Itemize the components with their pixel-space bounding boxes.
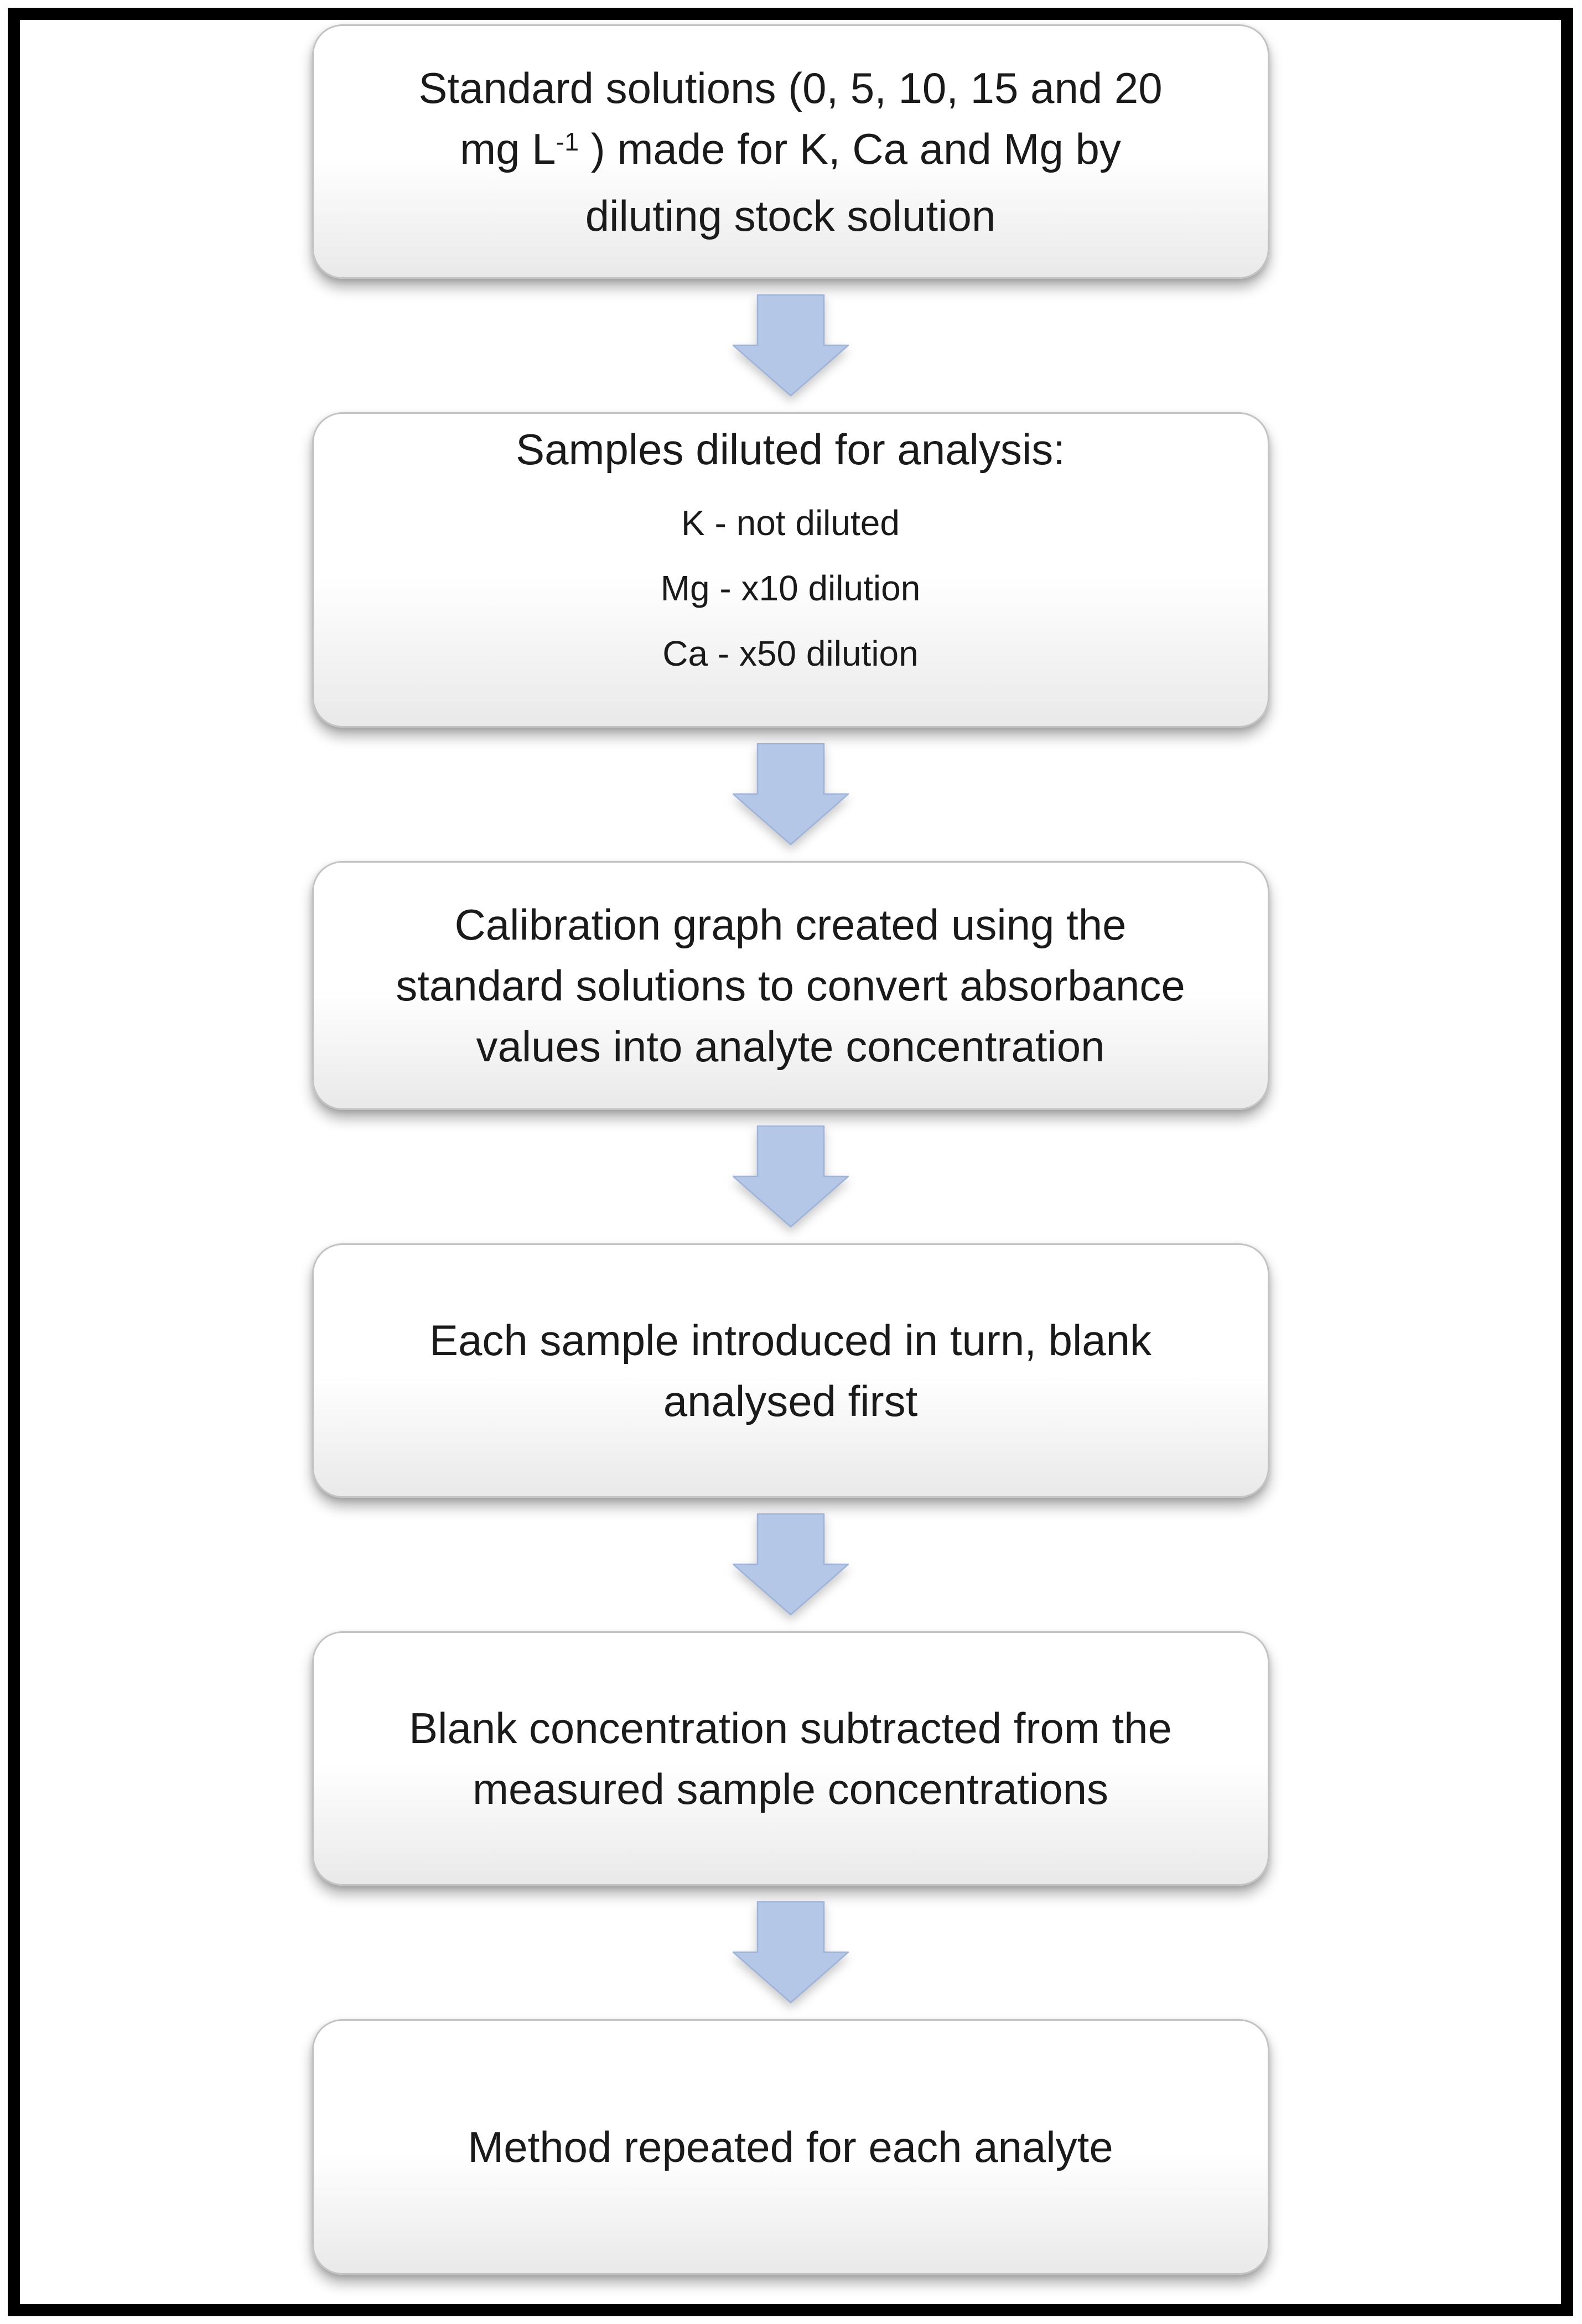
text-fragment: Blank concentration subtracted from the bbox=[409, 1704, 1172, 1752]
step-blank-subtracted: Blank concentration subtracted from the … bbox=[312, 1631, 1269, 1886]
text-fragment: standard solutions to convert absorbance bbox=[396, 961, 1185, 1010]
step-text-line: standard solutions to convert absorbance bbox=[396, 955, 1185, 1016]
text-fragment: Samples diluted for analysis: bbox=[516, 425, 1065, 474]
step-text-line: Method repeated for each analyte bbox=[468, 2116, 1113, 2177]
step-standard-solutions: Standard solutions (0, 5, 10, 15 and 20 … bbox=[312, 24, 1269, 279]
down-arrow-icon bbox=[732, 1901, 849, 2004]
step-text-line: Standard solutions (0, 5, 10, 15 and 20 bbox=[418, 58, 1162, 118]
step-samples-diluted: Samples diluted for analysis: K - not di… bbox=[312, 412, 1269, 728]
down-arrow-icon bbox=[732, 294, 849, 397]
step-text-line: mg L-1 ) made for K, Ca and Mg by bbox=[460, 118, 1121, 185]
text-fragment: values into analyte concentration bbox=[476, 1022, 1105, 1071]
step-calibration-graph: Calibration graph created using the stan… bbox=[312, 861, 1269, 1110]
step-text-line: Each sample introduced in turn, blank bbox=[429, 1310, 1152, 1371]
text-fragment: mg L bbox=[460, 124, 556, 173]
down-arrow-icon bbox=[732, 743, 849, 845]
dilution-item: Mg - x10 dilution bbox=[661, 556, 921, 621]
text-fragment: Standard solutions (0, 5, 10, 15 and 20 bbox=[418, 63, 1163, 112]
text-fragment: analysed first bbox=[663, 1377, 918, 1425]
superscript-exponent: -1 bbox=[556, 127, 579, 157]
step-text-line: measured sample concentrations bbox=[473, 1758, 1108, 1819]
text-fragment: diluting stock solution bbox=[585, 191, 996, 240]
text-fragment: Method repeated for each analyte bbox=[468, 2123, 1113, 2171]
text-fragment: Ca - x50 dilution bbox=[662, 634, 919, 673]
step-text-line: diluting stock solution bbox=[585, 185, 995, 246]
text-fragment: Calibration graph created using the bbox=[454, 900, 1127, 949]
step-title: Samples diluted for analysis: bbox=[516, 422, 1065, 477]
down-arrow-icon bbox=[732, 1125, 849, 1228]
dilution-item: K - not diluted bbox=[681, 490, 900, 556]
step-text-line: values into analyte concentration bbox=[476, 1016, 1104, 1077]
step-text-line: Blank concentration subtracted from the bbox=[409, 1698, 1172, 1758]
step-sample-introduced: Each sample introduced in turn, blank an… bbox=[312, 1243, 1269, 1498]
step-text-line: Calibration graph created using the bbox=[454, 894, 1126, 955]
down-arrow-icon bbox=[732, 1513, 849, 1616]
text-fragment: Mg - x10 dilution bbox=[660, 568, 921, 608]
step-text-line: analysed first bbox=[663, 1371, 918, 1431]
step-method-repeated: Method repeated for each analyte bbox=[312, 2019, 1269, 2275]
diagram-frame: Standard solutions (0, 5, 10, 15 and 20 … bbox=[8, 8, 1573, 2316]
flowchart: Standard solutions (0, 5, 10, 15 and 20 … bbox=[20, 20, 1561, 2275]
text-fragment: ) made for K, Ca and Mg by bbox=[579, 124, 1121, 173]
text-fragment: measured sample concentrations bbox=[473, 1765, 1108, 1813]
text-fragment: K - not diluted bbox=[681, 503, 900, 543]
dilution-item: Ca - x50 dilution bbox=[662, 621, 918, 686]
text-fragment: Each sample introduced in turn, blank bbox=[429, 1316, 1152, 1365]
